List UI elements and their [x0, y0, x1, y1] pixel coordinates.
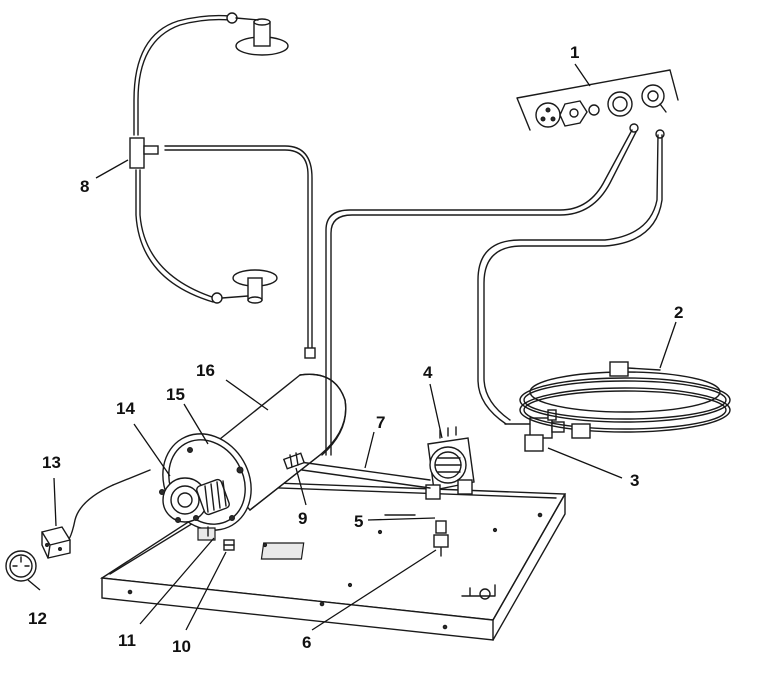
- temperature-probe: [61, 469, 151, 546]
- fitting-set: [516, 69, 679, 139]
- callout-13: 13: [42, 453, 61, 472]
- knob: [5, 550, 37, 582]
- callout-12: 12: [28, 609, 47, 628]
- tank-fitting: [282, 452, 306, 470]
- upper-tubing: [129, 12, 316, 359]
- callout-1: 1: [570, 43, 579, 62]
- inlet-hose: [519, 361, 731, 439]
- callout-10: 10: [172, 637, 191, 656]
- thermostat: [41, 526, 71, 559]
- pipe-tank-to-pump: [299, 461, 431, 489]
- callout-labels: 1 2 3 4 5 6 7 8 9 10 11 12 13 14 15 16: [28, 43, 683, 656]
- callout-14: 14: [116, 399, 135, 418]
- top-nozzle: [235, 17, 289, 56]
- callout-3: 3: [630, 471, 639, 490]
- solenoid-valve: [504, 409, 565, 452]
- callout-6: 6: [302, 633, 311, 652]
- bottom-nozzle: [221, 269, 278, 304]
- pump: [425, 426, 475, 500]
- leader-lines: [27, 63, 677, 631]
- heating-element: [159, 477, 230, 523]
- callout-4: 4: [423, 363, 433, 382]
- callout-5: 5: [354, 512, 363, 531]
- callout-16: 16: [196, 361, 215, 380]
- callout-7: 7: [376, 413, 385, 432]
- callout-15: 15: [166, 385, 185, 404]
- foot-bracket: [223, 539, 235, 551]
- callout-9: 9: [298, 509, 307, 528]
- callout-8: 8: [80, 177, 89, 196]
- callout-11: 11: [118, 631, 136, 650]
- supply-tubing: [325, 129, 663, 456]
- screw-nut: [433, 520, 449, 557]
- callout-2: 2: [674, 303, 683, 322]
